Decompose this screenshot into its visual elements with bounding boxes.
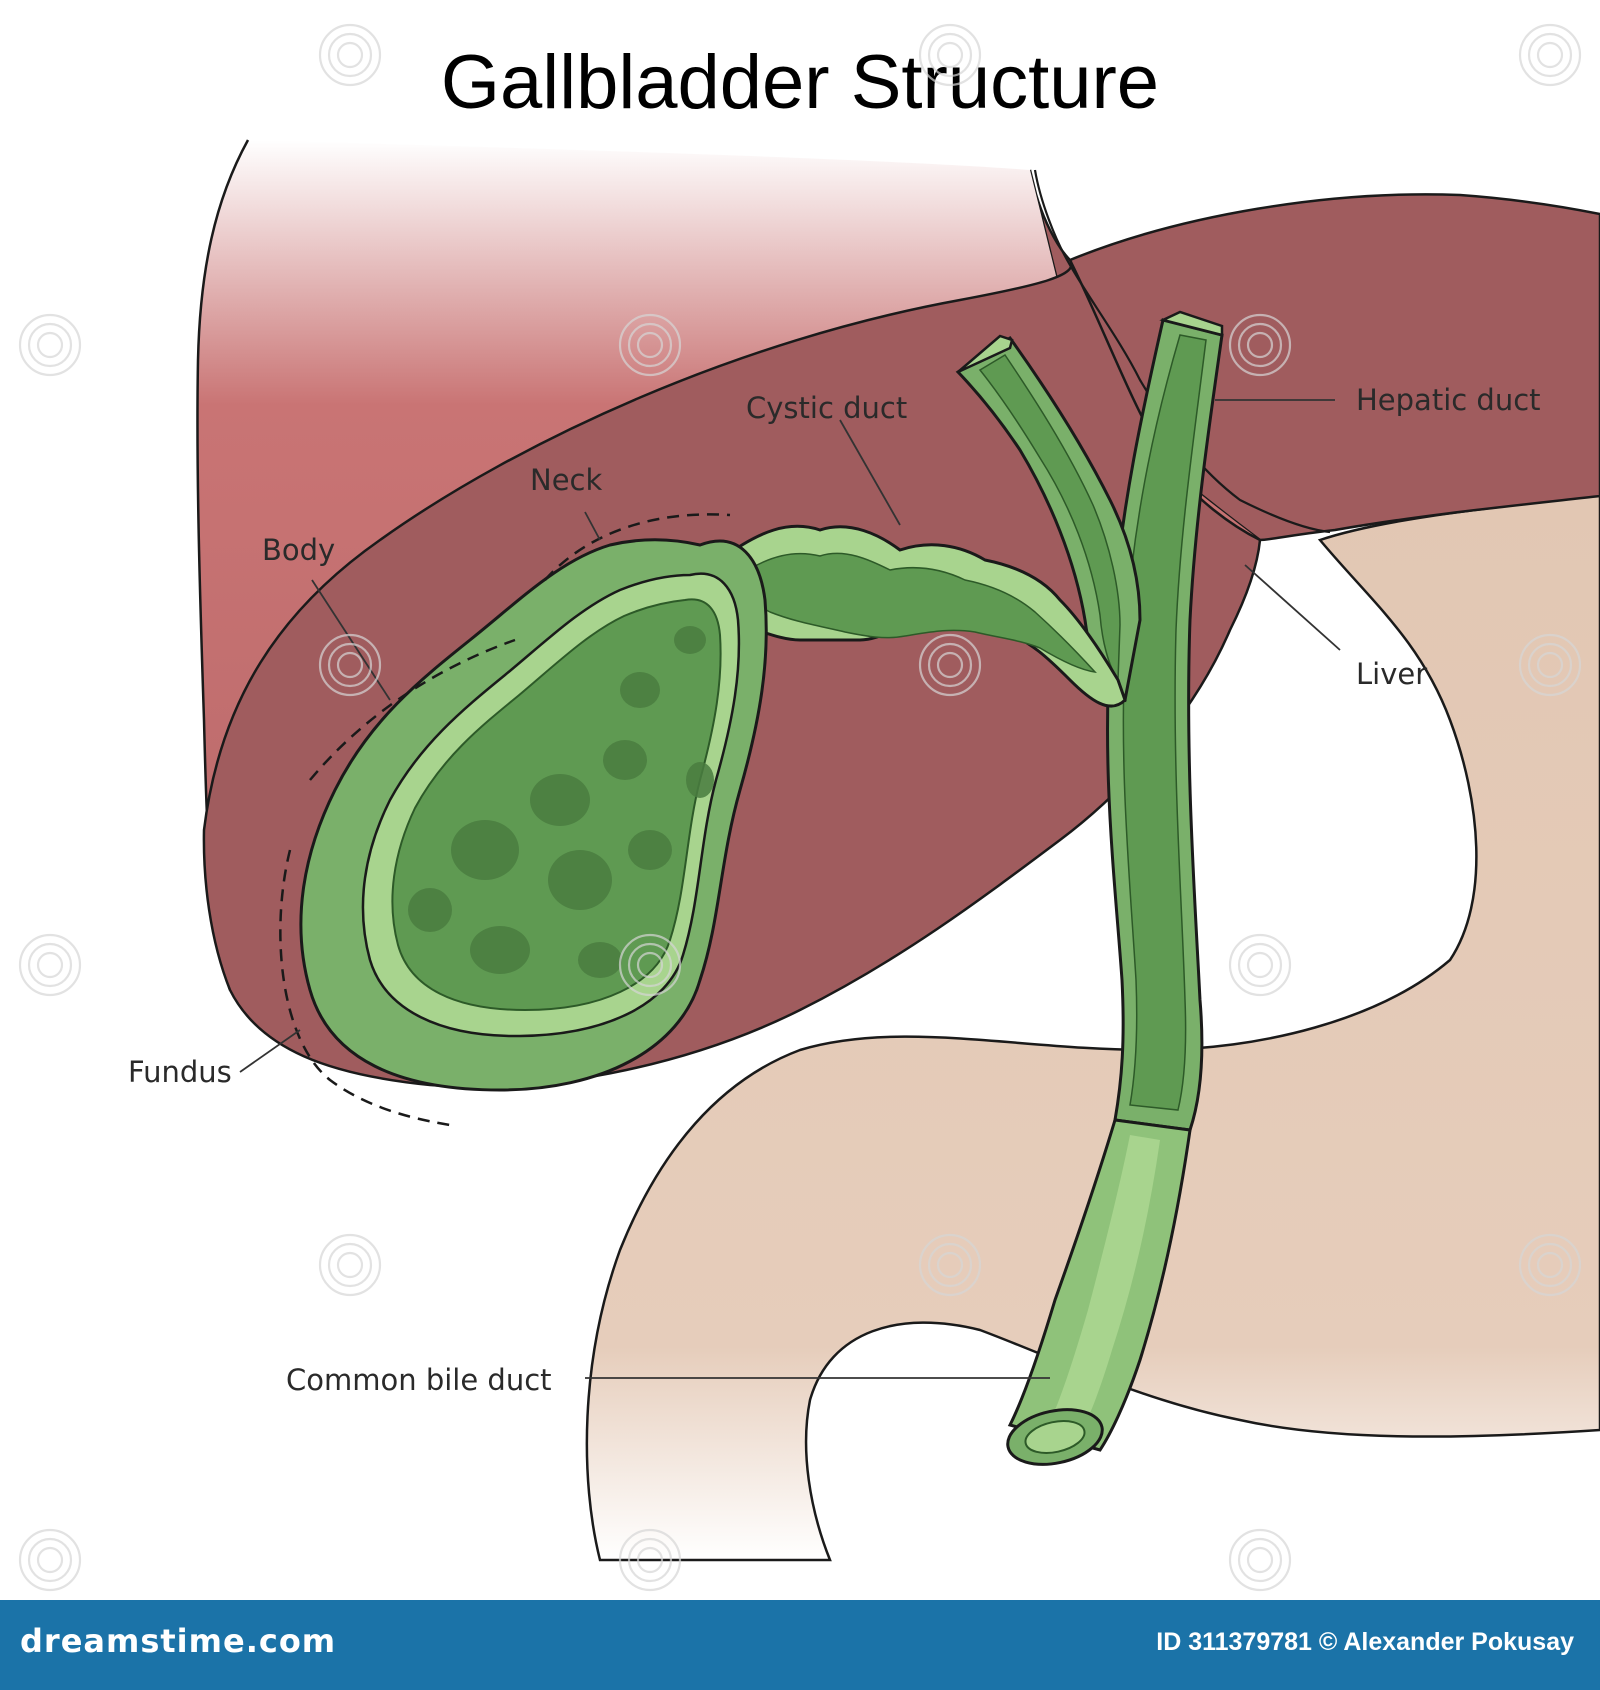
dreamstime-spiral-icon — [618, 1528, 682, 1592]
label-cystic-duct: Cystic duct — [746, 391, 907, 425]
dreamstime-spiral-icon — [18, 1528, 82, 1592]
duodenum-shape — [585, 493, 1600, 1562]
footer-brand[interactable]: dreamstime.com — [20, 1622, 337, 1660]
label-liver: Liver — [1356, 657, 1427, 691]
liver-lobe-divider — [1033, 169, 1331, 534]
dreamstime-spiral-icon — [1228, 933, 1292, 997]
footer-credit: ID 311379781 © Alexander Pokusay — [1156, 1628, 1574, 1656]
dreamstime-spiral-icon — [618, 933, 682, 997]
hepatic-branch-top — [957, 334, 1014, 374]
liver-leader — [1244, 564, 1341, 651]
diagram-title: Gallbladder Structure — [441, 40, 1159, 125]
dreamstime-spiral-icon — [318, 633, 382, 697]
cystic-duct-lumen — [739, 552, 1097, 674]
hepatic-duct-top — [1159, 310, 1224, 337]
label-hepatic-duct: Hepatic duct — [1356, 383, 1541, 417]
gallbladder-diagram: Gallbladder Structure — [18, 23, 1600, 1592]
common-bile-duct-lumen — [1024, 1420, 1086, 1454]
dreamstime-spiral-icon — [1518, 1233, 1582, 1297]
watermark-layer — [18, 23, 1582, 1592]
body-dashed-marker — [309, 638, 516, 781]
common-bile-duct-highlight — [1050, 1135, 1160, 1430]
dreamstime-spiral-icon — [1518, 23, 1582, 87]
neck-leader — [584, 511, 601, 541]
footer-bar: dreamstime.com ID 311379781 © Alexander … — [0, 1600, 1600, 1690]
diagram-stage: Gallbladder Structure — [18, 23, 1600, 1592]
dreamstime-spiral-icon — [318, 1233, 382, 1297]
dreamstime-spiral-icon — [918, 633, 982, 697]
hepatic-branch-inner — [978, 353, 1121, 683]
gallbladder-folds — [408, 626, 714, 978]
cystic-duct-leader — [839, 419, 901, 526]
dreamstime-spiral-icon — [618, 313, 682, 377]
dreamstime-spiral-icon — [918, 1233, 982, 1297]
dreamstime-spiral-icon — [18, 933, 82, 997]
neck-dashed-marker — [544, 513, 731, 581]
dreamstime-spiral-icon — [318, 23, 382, 87]
fundus-leader — [239, 1029, 301, 1073]
dreamstime-spiral-icon — [18, 313, 82, 377]
dreamstime-spiral-icon — [1228, 313, 1292, 377]
label-common-bile-duct: Common bile duct — [286, 1363, 552, 1397]
label-neck: Neck — [530, 463, 602, 497]
fundus-dashed-marker — [279, 849, 451, 1127]
label-fundus: Fundus — [128, 1055, 232, 1089]
dreamstime-spiral-icon — [918, 23, 982, 87]
dreamstime-spiral-icon — [1228, 1528, 1292, 1592]
dreamstime-spiral-icon — [1518, 633, 1582, 697]
label-body: Body — [262, 533, 335, 567]
